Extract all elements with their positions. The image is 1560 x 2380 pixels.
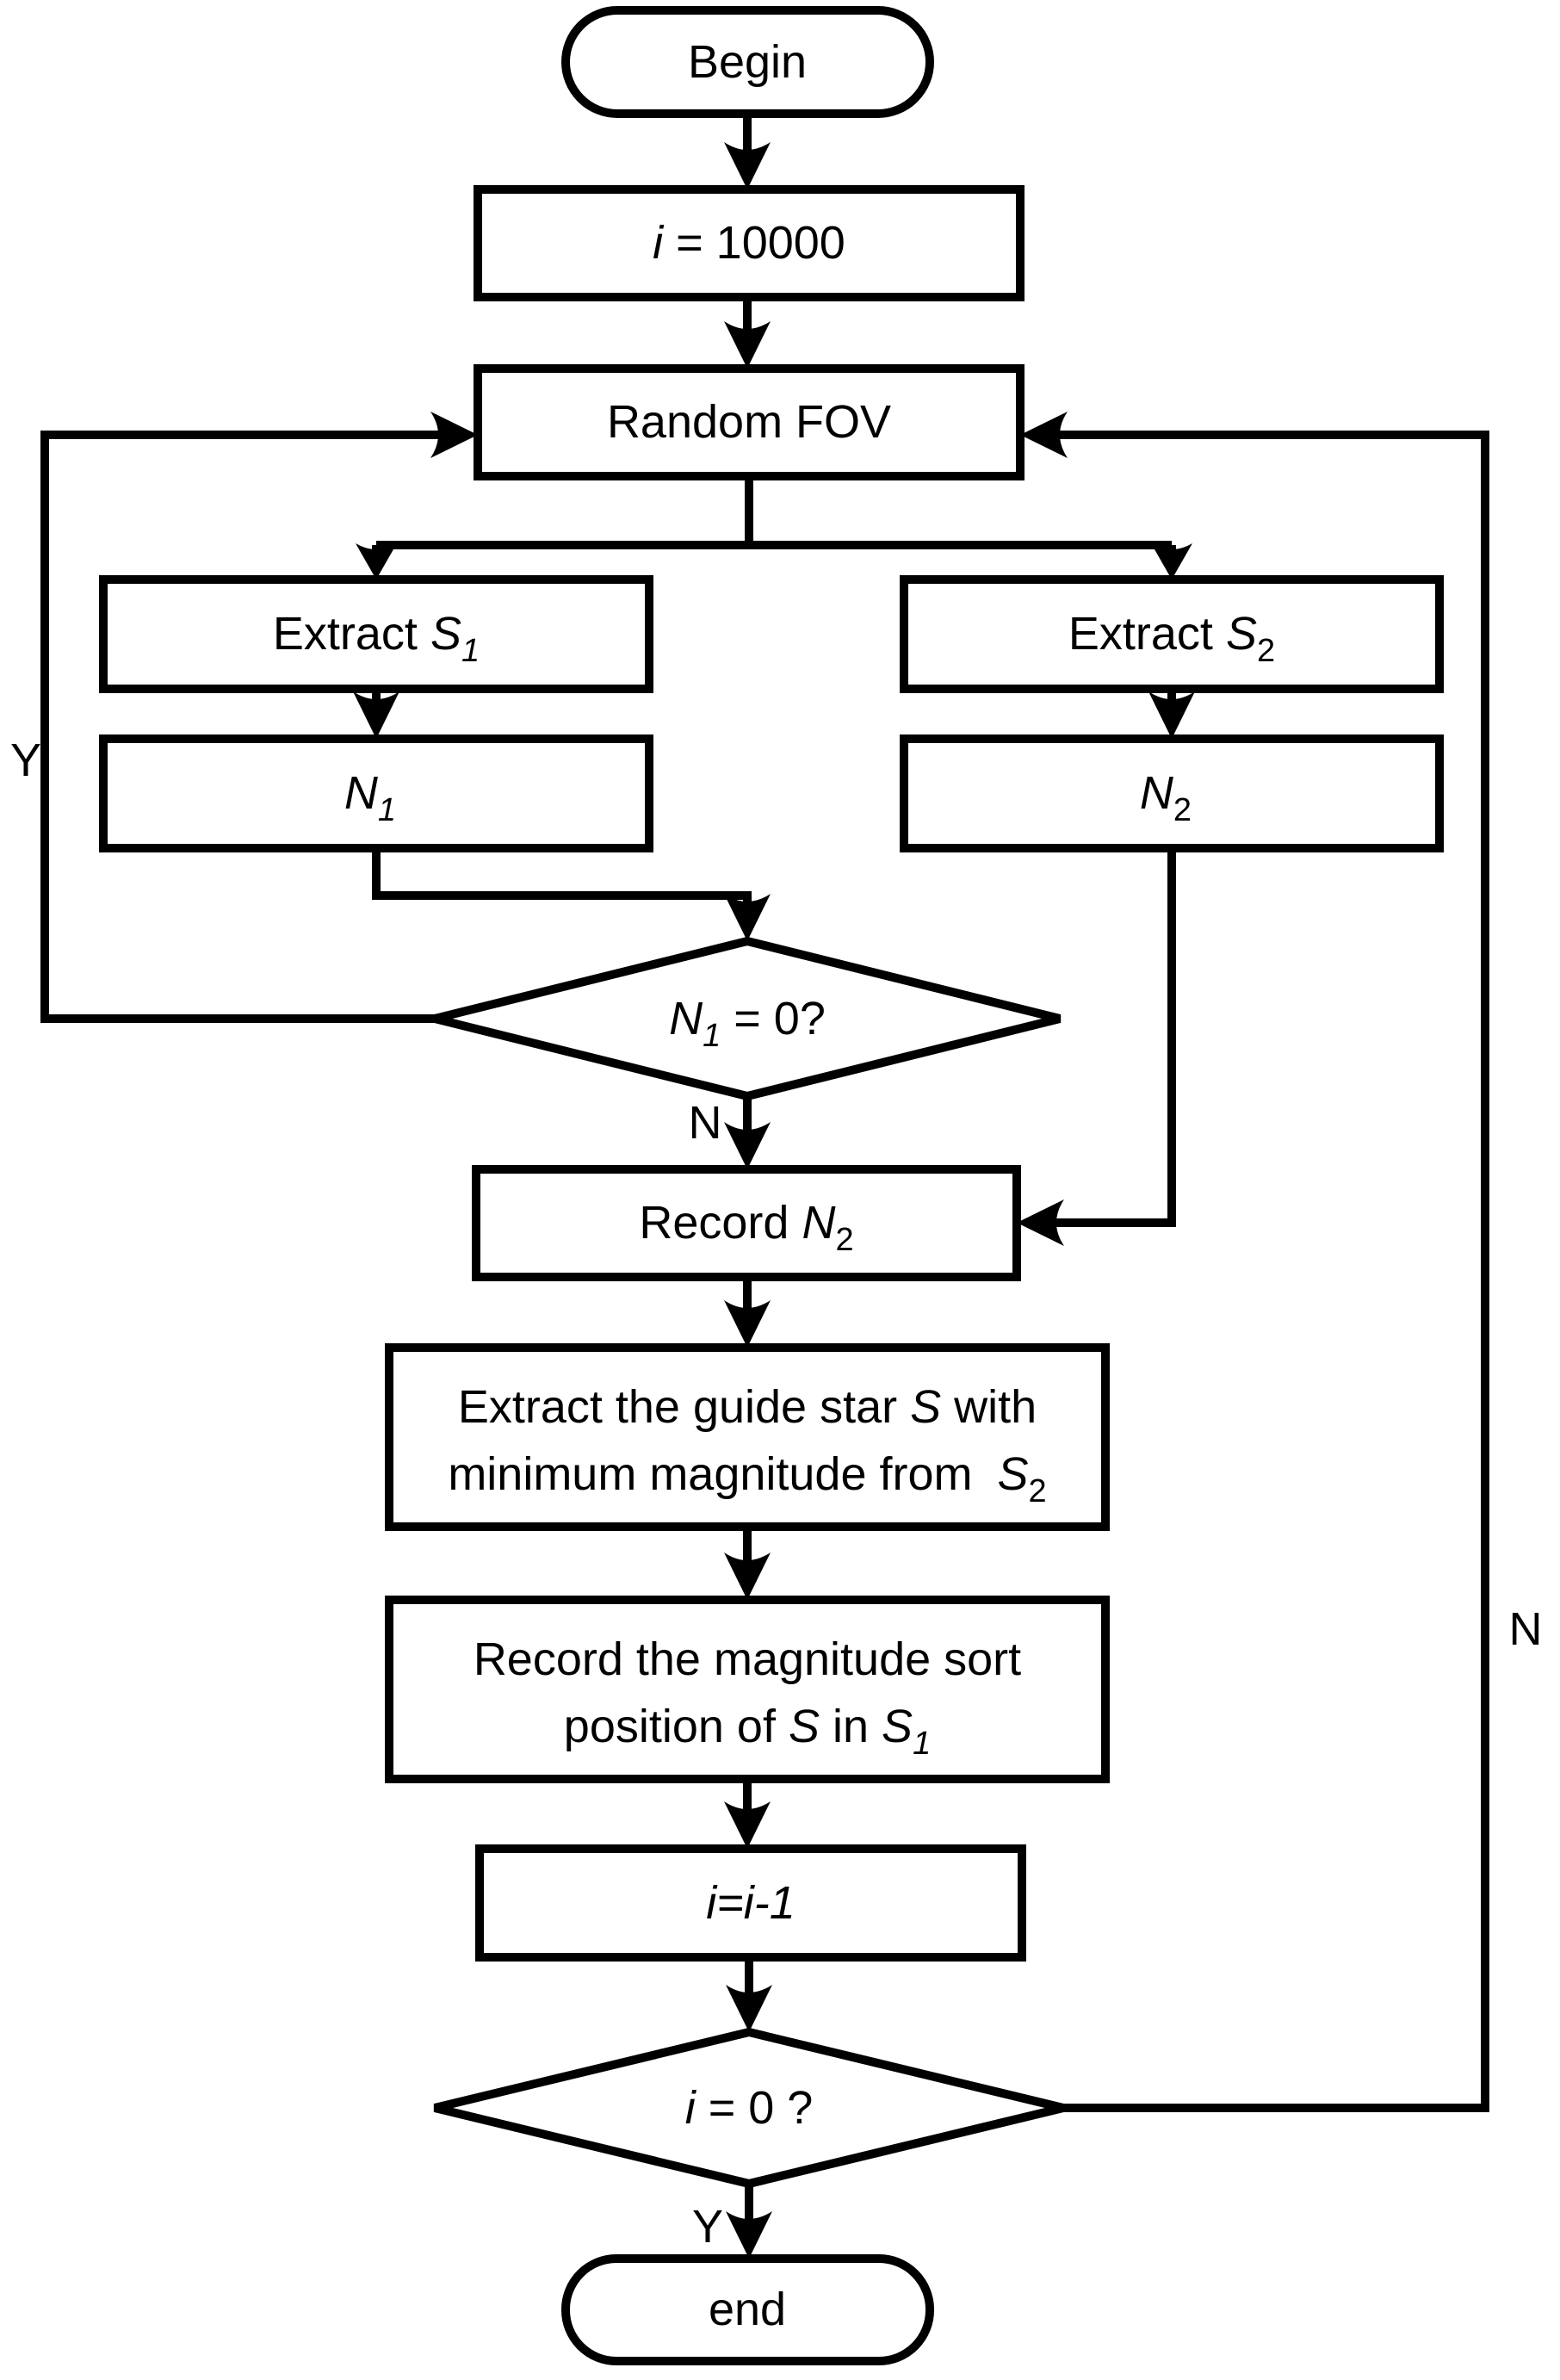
arrowhead-into-n1 [353,691,399,739]
end-label: end [709,2284,786,2335]
n2-label: N2 [1140,767,1192,828]
n1-box [99,734,653,852]
arrowhead-into-record-right [1017,1199,1064,1246]
decrement-box [475,1844,1026,1962]
label-yes-left-loop: Y [10,734,41,786]
record-n2-box [472,1165,1021,1281]
init-box [474,185,1025,301]
extract-guide-star-label-line1: Extract the guide star S with [458,1381,1037,1433]
record-sort-position-label-line1: Record the magnitude sort [474,1633,1021,1685]
arrowhead-into-end [726,2211,772,2259]
decision-i-label: i = 0 ? [685,2082,814,2134]
arrowhead-into-extract-guide [724,1300,771,1348]
n1-label: N1 [344,767,396,828]
decrement-label: i=i-1 [706,1877,795,1929]
label-no-right-loop: N [1509,1603,1543,1655]
label-no-below-decision-n1: N [689,1097,722,1149]
extract-s2-label: Extract S2 [1068,608,1275,669]
n1-decision-diamond [433,936,1062,1101]
extract-s1-box [99,575,653,693]
arrowhead-into-decision-i [726,1985,772,2032]
node-labels: Begin i = 10000 Random FOV Extract S1 N1… [273,36,1275,2335]
i-decision-diamond [433,2027,1065,2189]
begin-label: Begin [688,36,807,88]
edge-no-loop [1044,431,1489,2112]
edge-n1-decision [372,848,752,917]
arrowhead-into-extract-s1 [356,543,397,580]
arrowhead-into-fov [724,321,771,369]
decision-n1-label: N1 = 0? [669,993,826,1054]
arrowhead-into-record-sort [724,1553,771,1600]
record-sort-position-label-line2: position of S in S1 [564,1701,931,1762]
arrowhead-yes-loop-into-fov [430,412,478,458]
node-shapes [99,6,1444,2365]
extract-guide-star-label-line2: minimum magnitude from S2 [448,1448,1046,1509]
arrowhead-no-loop-into-fov [1020,412,1068,458]
random-fov-box [474,364,1025,480]
arrowhead-into-decision-n1 [724,894,771,941]
extract-s1-label: Extract S1 [273,608,480,669]
arrowhead-into-extract-s2 [1151,543,1192,580]
record-n2-label: Record N2 [639,1197,853,1258]
random-fov-label: Random FOV [607,396,891,448]
arrowhead-into-n2 [1148,691,1195,739]
arrowhead-into-init [724,142,771,189]
arrowheads [353,142,1195,2259]
end-terminal [561,2254,934,2365]
edge-yes-loop [40,431,454,1023]
edge-labels: Y N N Y [10,734,1543,2253]
init-label: i = 10000 [653,217,845,269]
extract-guide-star-box [385,1343,1110,1531]
arrowhead-into-record-top [724,1122,771,1169]
record-sort-position-box [385,1596,1110,1783]
edge-n2-record [1042,848,1176,1227]
arrowhead-into-decrement [724,1801,771,1849]
begin-terminal [561,6,934,118]
label-yes-above-end: Y [692,2201,723,2253]
n2-box [900,734,1444,852]
extract-s2-box [900,575,1444,693]
